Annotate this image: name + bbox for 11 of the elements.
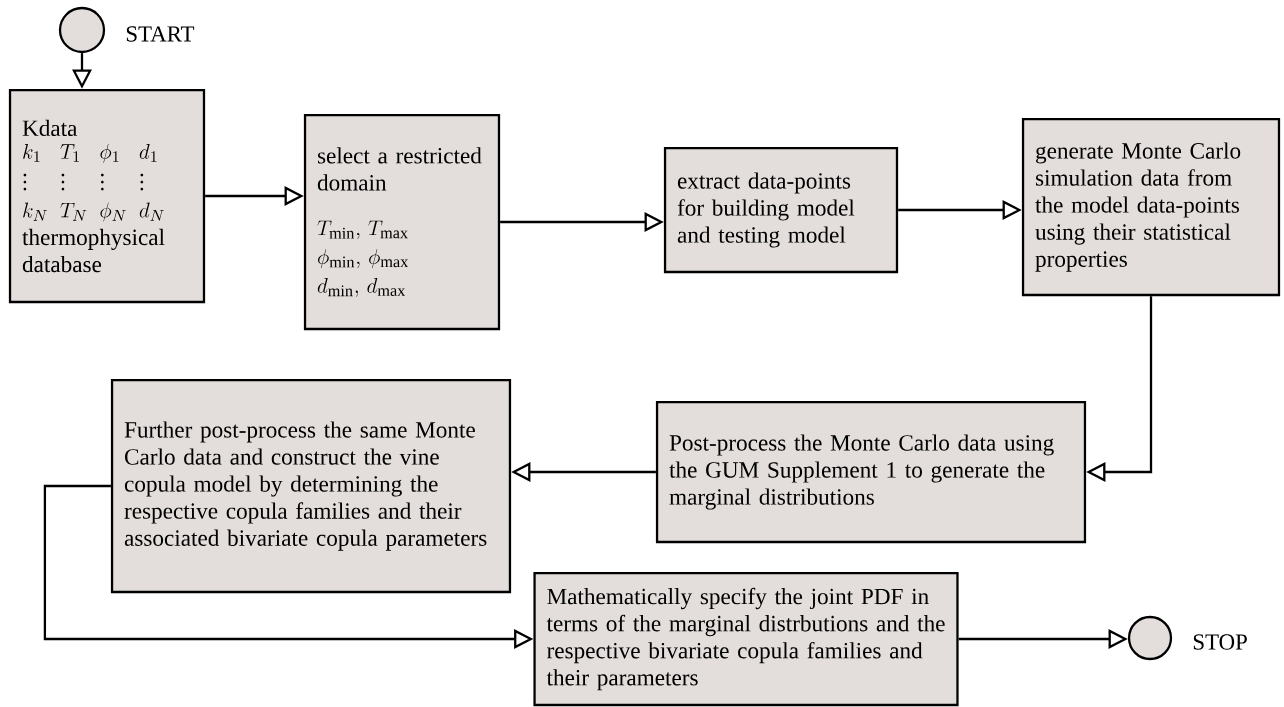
process-box: Further post-process the same Monte Carlo data and construct the vine copula model by determining the respective copula families and their associated bivariate copula parameters xyxy=(110,378,512,594)
process-box: Mathematically specify the joint PDF in terms of the marginal distrbutions and the respective bivariate copula families and their parameters xyxy=(533,571,959,707)
process-box: extract data-points for building model and testing model xyxy=(663,146,899,274)
process-box: select a restricted domain $T_{\mathrm{min}},\, T_{\mathrm{max}}$ $\phi_{\mathrm{min}},\, \phi_{\mathrm{max}}$ $d_{\mathrm{min}},\, d_{\mathrm{max}}$ xyxy=(303,113,501,331)
terminal-label: START xyxy=(126,26,195,42)
terminal-circle xyxy=(1127,615,1173,661)
terminal-circle xyxy=(58,6,106,54)
process-box: generate Monte Carlo simulation data from the model data-points using their statistical properties xyxy=(1021,117,1281,297)
terminal-label: STOP xyxy=(1193,634,1247,650)
process-box: Post-process the Monte Carlo data using the GUM Supplement 1 to generate the marginal distributions xyxy=(655,400,1087,544)
process-box: Kdata $\begin{array}{@{}l@{\;\;}l@{\;\;}l@{\;\;}l@{}}k_1&T_1&\phi_1&d_1\\[-2pt] \vdots&\vdots&\vdots&\vdots\\ k_N&T_N&\phi_N&d_N\end{array}$ thermophysical database xyxy=(8,88,206,304)
